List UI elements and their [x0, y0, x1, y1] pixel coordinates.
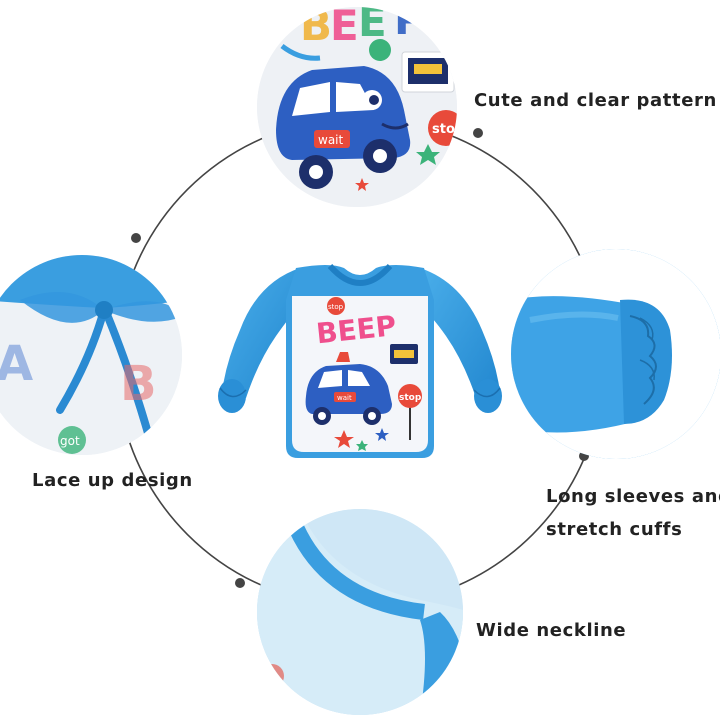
svg-text:P: P [394, 0, 425, 44]
svg-text:E: E [330, 1, 359, 50]
svg-text:A: A [0, 336, 33, 392]
connector-dot [131, 233, 141, 243]
detail-sleeve-photo [511, 249, 720, 459]
detail-lace-photo: A B got [0, 255, 182, 455]
detail-neckline-photo [257, 509, 463, 715]
svg-text:B: B [120, 356, 157, 412]
lace-got-label: got [60, 434, 80, 448]
connector-dot [473, 128, 483, 138]
callout-sleeves-line1: Long sleeves and [546, 486, 720, 507]
bib-neckline [327, 263, 393, 286]
pattern-wait-label: wait [318, 133, 344, 147]
callout-neckline: Wide neckline [476, 620, 627, 641]
detail-pattern-photo: B E E P wait stop [257, 0, 464, 207]
print-stop-sign-label: stop [399, 393, 422, 403]
print-car: wait [305, 352, 392, 425]
svg-text:E: E [358, 0, 387, 46]
bib-product: BEEP stop wait stop [218, 263, 502, 458]
callout-lace: Lace up design [32, 470, 193, 491]
print-stop-sign [398, 384, 422, 408]
callout-sleeves-line2: stretch cuffs [546, 519, 683, 540]
pattern-stop-label: stop [432, 122, 464, 137]
print-stop-small: stop [328, 303, 344, 311]
svg-text:B: B [300, 1, 332, 50]
connector-dot [235, 578, 245, 588]
bib-right-sleeve [420, 268, 500, 398]
callout-pattern: Cute and clear pattern [474, 90, 717, 111]
print-wait: wait [337, 394, 352, 402]
bib-left-sleeve [222, 268, 300, 398]
callout-sleeves: Long sleeves and stretch cuffs [546, 480, 720, 546]
